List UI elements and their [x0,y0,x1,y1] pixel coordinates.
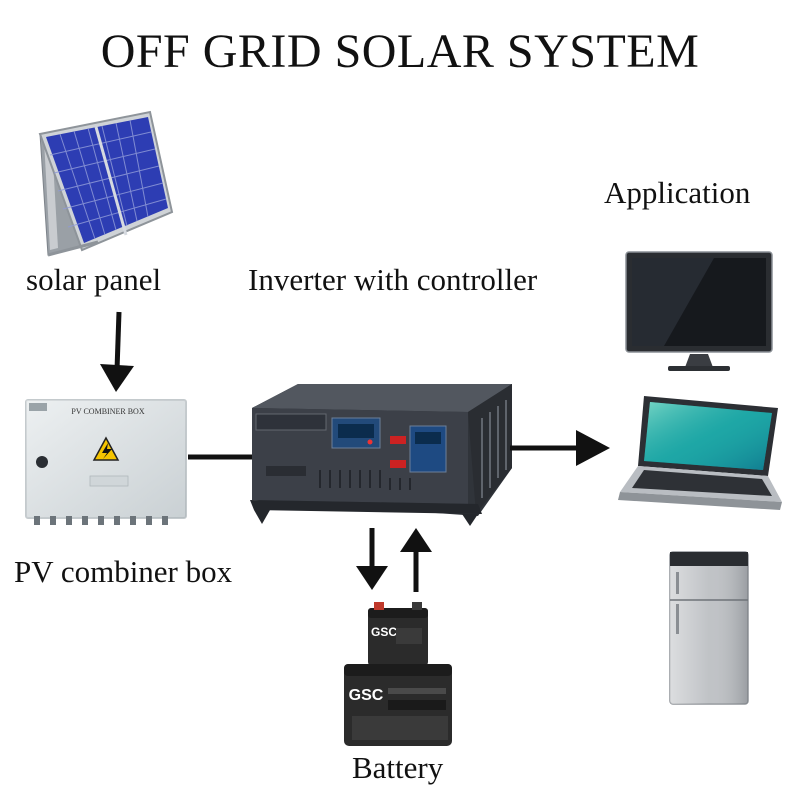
arrow-right-inverter-to-application [510,430,610,466]
inverter-label: Inverter with controller [248,262,538,297]
battery-label: Battery [352,750,444,785]
battery-image: GSC GSC [344,602,452,746]
arrow-down-solar-to-combiner [100,311,134,392]
pv-combiner-box-image: PV COMBINER BOX [25,399,187,525]
battery-brand-large: GSC [349,687,384,704]
arrow-down-inverter-to-battery [356,528,388,590]
combiner-box-plate: PV COMBINER BOX [71,407,144,416]
solar-panel-label: solar panel [26,262,162,297]
solar-panel-image [38,110,174,257]
application-label: Application [604,175,751,210]
diagram-title: OFF GRID SOLAR SYSTEM [100,25,700,78]
pv-combiner-box-label: PV combiner box [14,554,233,589]
connector-line-combiner-to-inverter [188,454,254,460]
monitor-image [625,251,773,371]
battery-brand-small: GSC [371,625,397,639]
refrigerator-image [669,551,749,705]
arrow-up-battery-to-inverter [400,528,432,592]
inverter-image [250,384,512,526]
laptop-image [618,396,782,510]
